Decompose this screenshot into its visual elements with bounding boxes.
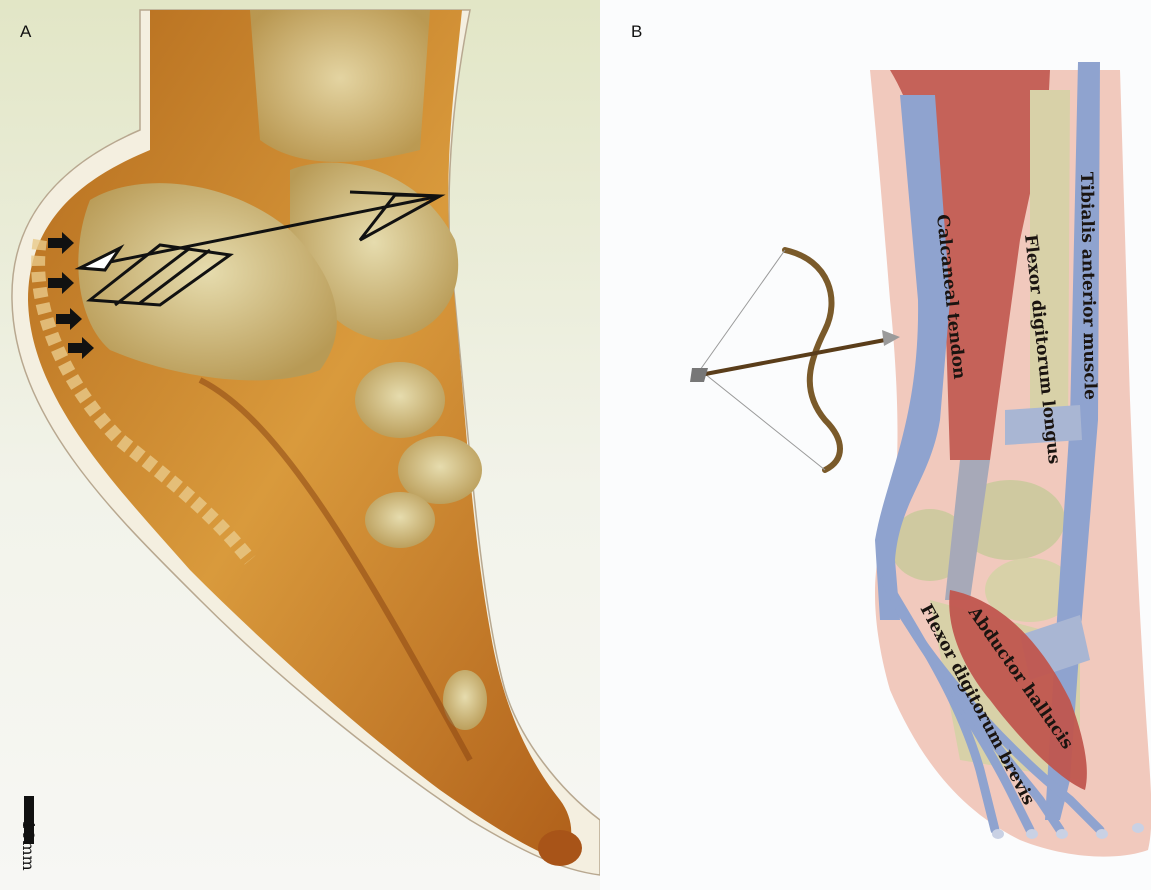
foot-section-image [0, 0, 600, 890]
foot-anatomy-illustration: Calcaneal tendon Flexor digitorum longus… [600, 0, 1151, 890]
panel-b-illustration: Calcaneal tendon Flexor digitorum longus… [600, 0, 1151, 890]
panel-label-a: A [20, 22, 31, 42]
panel-label-b: B [631, 22, 642, 42]
bow-and-arrow-icon [690, 250, 900, 470]
label-tibialis-anterior: Tibialis anterior muscle [1076, 172, 1100, 401]
scale-bar-label: 10mm [19, 820, 38, 871]
panel-a-section-photo: A 10mm [0, 0, 600, 890]
